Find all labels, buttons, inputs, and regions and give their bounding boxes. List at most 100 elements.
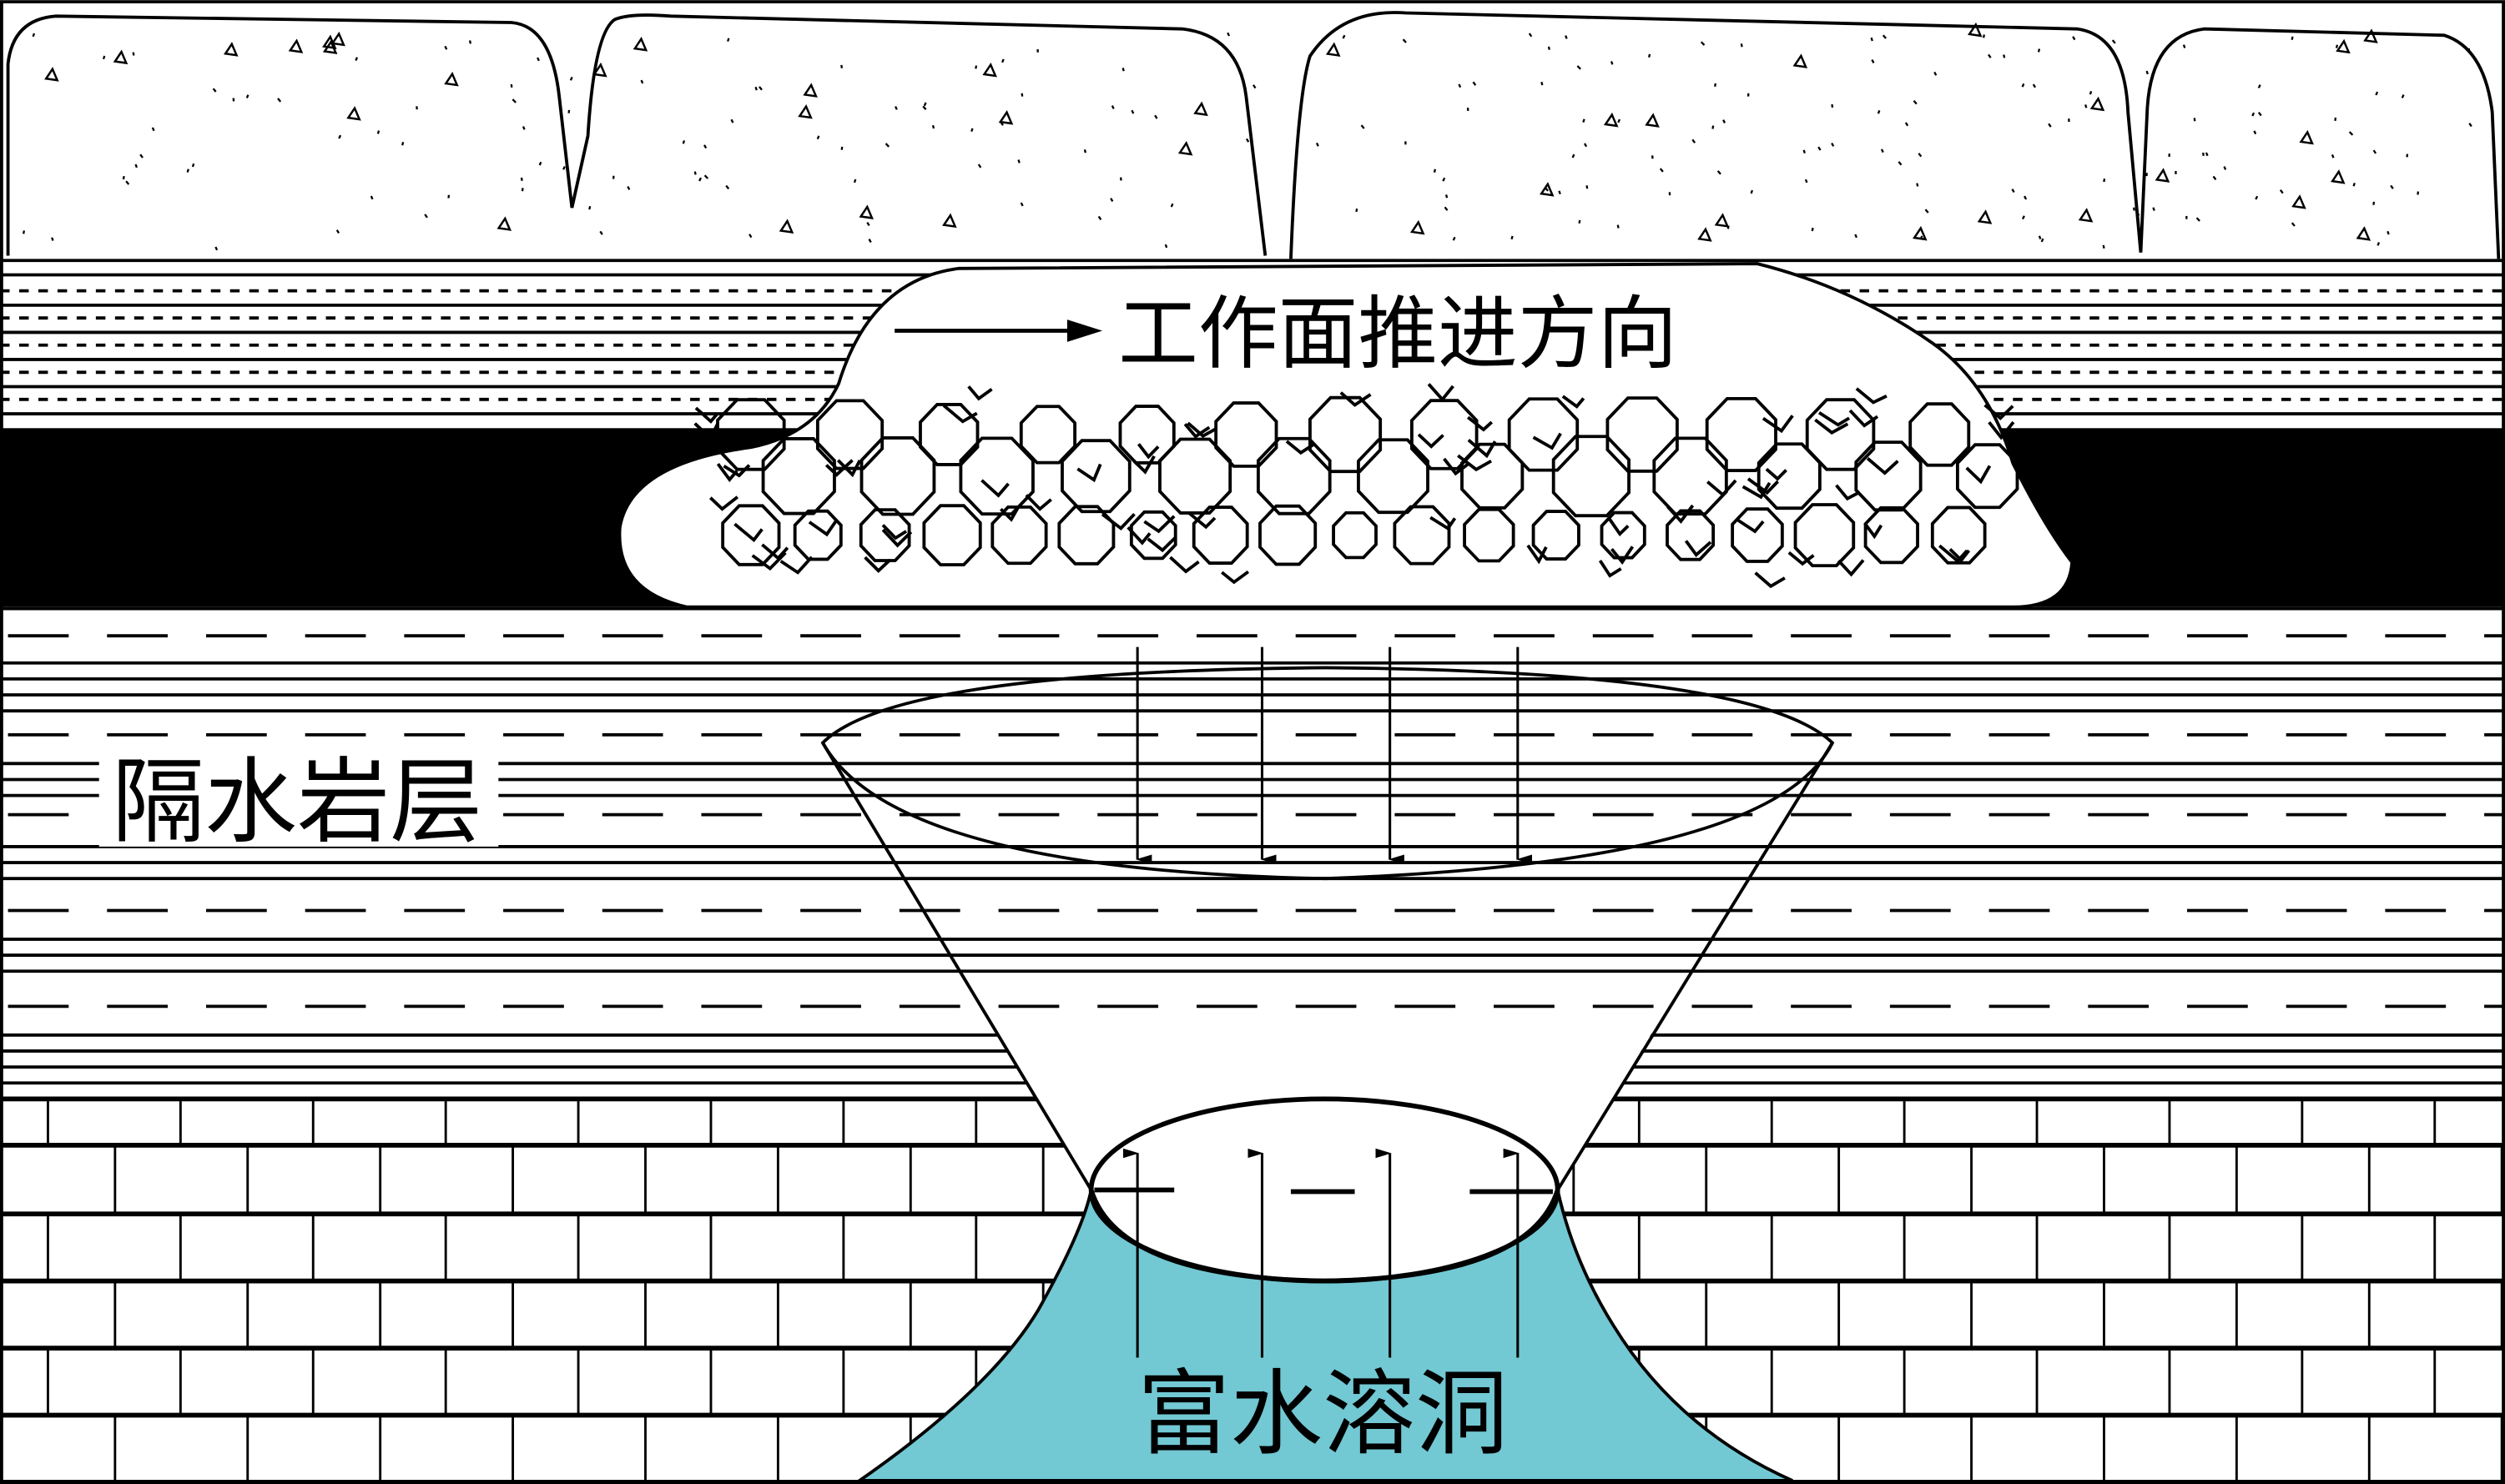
sand-mark: [562, 166, 566, 170]
sand-mark: [2331, 153, 2335, 158]
sand-mark: [1898, 161, 1903, 166]
sand-mark: [338, 134, 342, 139]
sand-mark: [1164, 244, 1168, 249]
rock-fragment-edge: [1526, 544, 1548, 565]
gravel-mark: [779, 219, 794, 234]
sediment-speckles: [23, 22, 2472, 251]
rock-fragment-edge: [942, 404, 978, 424]
gravel-mark: [633, 37, 648, 52]
sand-mark: [759, 86, 763, 91]
sand-mark: [1714, 83, 1716, 88]
sand-mark: [754, 86, 758, 91]
sand-mark: [1252, 84, 1257, 89]
sand-mark: [923, 102, 927, 107]
sand-mark: [1021, 93, 1024, 97]
sand-mark: [1402, 38, 1407, 43]
sand-mark: [2038, 235, 2042, 239]
rock-fragment-edge: [1814, 418, 1849, 435]
sand-mark: [2089, 91, 2093, 95]
rock-fragment-edge: [709, 496, 739, 511]
rock-fragment-edge: [808, 519, 838, 537]
rock-fragment: [1605, 396, 1679, 473]
rock-fragment-edge: [1735, 517, 1765, 534]
sand-mark: [134, 163, 139, 169]
sand-mark: [2257, 112, 2262, 117]
sand-mark: [1722, 119, 1726, 123]
rock-fragment-edge: [1076, 463, 1102, 483]
sand-mark: [2468, 123, 2472, 128]
rock-fragment-edge: [881, 528, 913, 548]
gravel-mark: [982, 62, 997, 78]
rock-fragment: [1551, 435, 1631, 518]
sand-mark: [2048, 123, 2052, 128]
rock-fragment-edge: [1608, 518, 1630, 537]
rock-fragment-edge: [824, 459, 854, 477]
rock-fragment: [1854, 440, 1923, 512]
sand-mark: [1571, 153, 1575, 158]
gravel-mark: [998, 110, 1014, 125]
sand-mark: [1097, 215, 1102, 220]
gravel-mark: [322, 39, 338, 54]
sand-mark: [1882, 34, 1887, 39]
gravel-mark: [496, 216, 512, 231]
sand-mark: [1831, 142, 1835, 147]
rock-fragment: [1955, 443, 2019, 510]
sand-mark: [214, 246, 219, 251]
sand-mark: [1617, 118, 1620, 123]
sand-mark: [2390, 184, 2394, 189]
sand-mark: [1740, 43, 1743, 48]
sand-mark: [1610, 61, 1614, 65]
sand-mark: [277, 98, 282, 103]
sand-mark: [122, 175, 125, 180]
gravel-mark: [2363, 28, 2378, 43]
sand-mark: [1585, 185, 1589, 189]
gravel-mark: [2078, 208, 2094, 223]
sand-mark: [1083, 149, 1086, 153]
rock-fragment-edge: [1187, 421, 1217, 438]
gravel-mark: [1177, 140, 1193, 156]
sand-mark: [1315, 142, 1319, 147]
rock-fragment-edge: [1429, 516, 1457, 531]
gravel-mark: [803, 83, 818, 98]
sand-mark: [2291, 36, 2294, 40]
gravel-mark: [1697, 227, 1712, 242]
rock-fragment-edge: [1684, 540, 1712, 558]
sand-mark: [1880, 148, 1884, 153]
sand-mark: [1458, 83, 1462, 88]
sand-mark: [1442, 177, 1446, 182]
rock-fragment-edge: [1417, 433, 1444, 449]
sand-mark: [1871, 59, 1875, 63]
gravel-mark: [2291, 194, 2306, 209]
sand-mark: [32, 33, 36, 38]
sand-mark: [2223, 166, 2227, 170]
sand-mark: [2375, 91, 2379, 96]
sand-mark: [2195, 217, 2200, 222]
sand-mark: [2111, 39, 2116, 44]
sand-mark: [703, 144, 708, 149]
sand-mark: [627, 186, 631, 190]
sand-mark: [2279, 189, 2284, 194]
gravel-mark: [2089, 96, 2105, 112]
rock-fragment-edge: [1762, 415, 1794, 434]
sand-mark: [1558, 190, 1561, 195]
rock-fragment-edge: [1000, 506, 1020, 522]
sand-mark: [1576, 65, 1582, 70]
gravel-mark: [1325, 42, 1341, 58]
sand-mark: [970, 128, 974, 133]
rock-fragment: [1357, 438, 1429, 515]
gravel-mark: [1409, 219, 1425, 235]
sand-mark: [1988, 53, 1992, 58]
sand-mark: [1691, 138, 1696, 143]
sand-mark: [1750, 189, 1754, 194]
sand-mark: [1121, 68, 1125, 72]
sand-mark: [1540, 82, 1544, 86]
sand-mark: [682, 140, 686, 144]
rock-fragment: [1930, 506, 1987, 565]
sand-mark: [853, 179, 857, 184]
sand-mark: [512, 98, 517, 103]
sand-mark: [693, 171, 697, 175]
rock-fragment-edge: [693, 422, 719, 441]
sand-mark: [1659, 168, 1664, 173]
gravel-mark: [1792, 53, 1808, 68]
rock-fragment: [1652, 436, 1728, 516]
